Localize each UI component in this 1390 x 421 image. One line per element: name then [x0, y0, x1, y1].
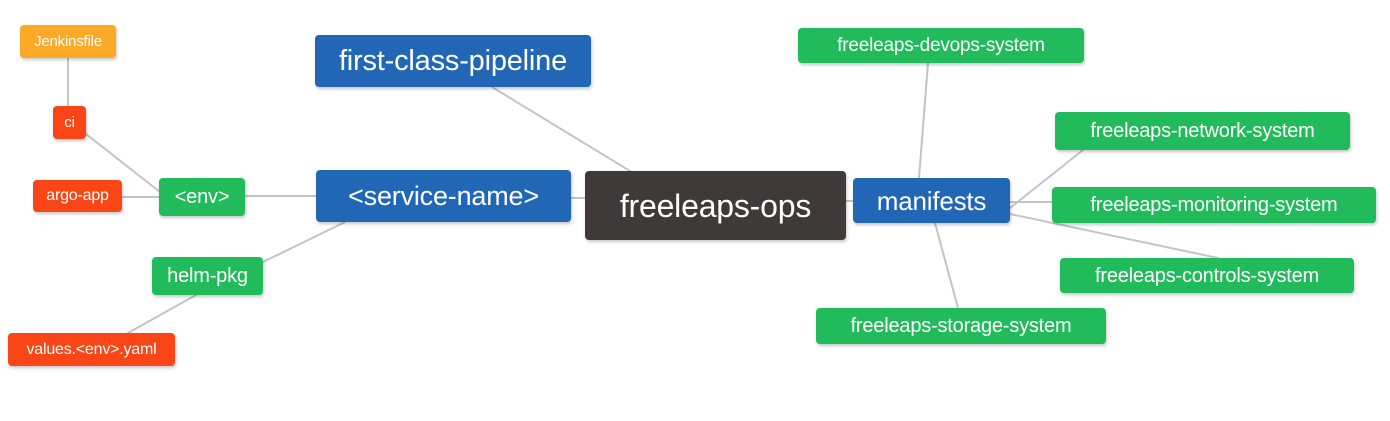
mindmap-node-manifests[interactable]: manifests — [853, 178, 1010, 223]
mindmap-node-argo-app[interactable]: argo-app — [33, 180, 122, 212]
mindmap-node-first-class-pipeline[interactable]: first-class-pipeline — [315, 35, 591, 87]
edge-helm-pkg-to-service-name — [262, 221, 346, 263]
mindmap-node-values-env-yaml[interactable]: values.<env>.yaml — [8, 333, 175, 366]
mindmap-node-helm-pkg[interactable]: helm-pkg — [152, 257, 263, 295]
mindmap-node-jenkinsfile[interactable]: Jenkinsfile — [20, 25, 116, 58]
edge-values-env-yaml-to-helm-pkg — [127, 294, 197, 334]
edge-manifests-to-freeleaps-storage-system — [934, 222, 959, 309]
mindmap-node-freeleaps-ops[interactable]: freeleaps-ops — [585, 171, 846, 240]
mindmap-node-env[interactable]: <env> — [159, 178, 245, 216]
mindmap-node-freeleaps-network-system[interactable]: freeleaps-network-system — [1055, 112, 1350, 150]
mindmap-node-service-name[interactable]: <service-name> — [316, 170, 571, 222]
mindmap-node-freeleaps-controls-system[interactable]: freeleaps-controls-system — [1060, 258, 1354, 293]
edge-first-class-pipeline-to-freeleaps-ops — [491, 86, 631, 172]
mindmap-node-ci[interactable]: ci — [53, 106, 86, 139]
mindmap-node-freeleaps-storage-system[interactable]: freeleaps-storage-system — [816, 308, 1106, 344]
mindmap-node-freeleaps-monitoring-system[interactable]: freeleaps-monitoring-system — [1052, 187, 1376, 223]
edge-manifests-to-freeleaps-devops-system — [918, 62, 929, 179]
mindmap-node-freeleaps-devops-system[interactable]: freeleaps-devops-system — [798, 28, 1084, 63]
